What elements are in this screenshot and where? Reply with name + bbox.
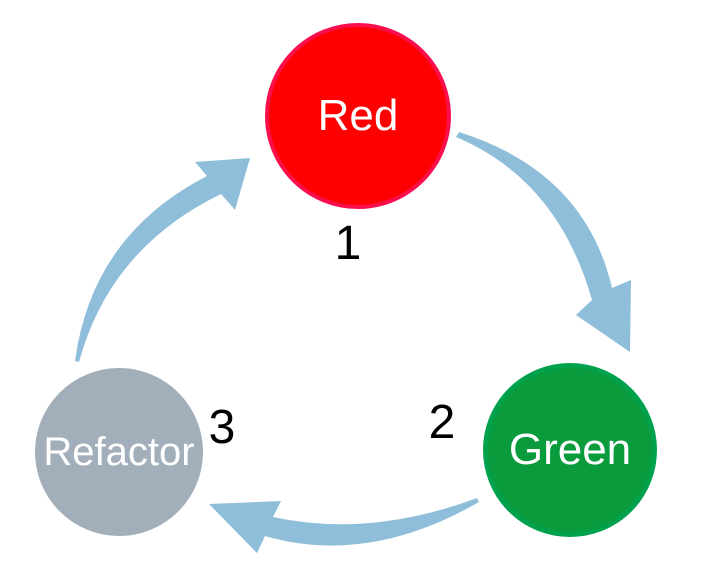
- node-green-label: Green: [508, 425, 632, 474]
- step-number-2: 2: [428, 396, 456, 449]
- arrow-red-to-green: [456, 132, 631, 352]
- node-red-label: Red: [317, 91, 399, 140]
- node-green: Green: [483, 363, 657, 537]
- node-red: Red: [265, 23, 451, 209]
- arrow-refactor-to-red: [75, 158, 250, 362]
- step-number-1: 1: [334, 217, 362, 270]
- step-number-3: 3: [208, 401, 236, 454]
- arrow-green-to-refactor: [209, 498, 479, 553]
- node-refactor-label: Refactor: [43, 429, 195, 474]
- node-refactor: Refactor: [35, 368, 203, 536]
